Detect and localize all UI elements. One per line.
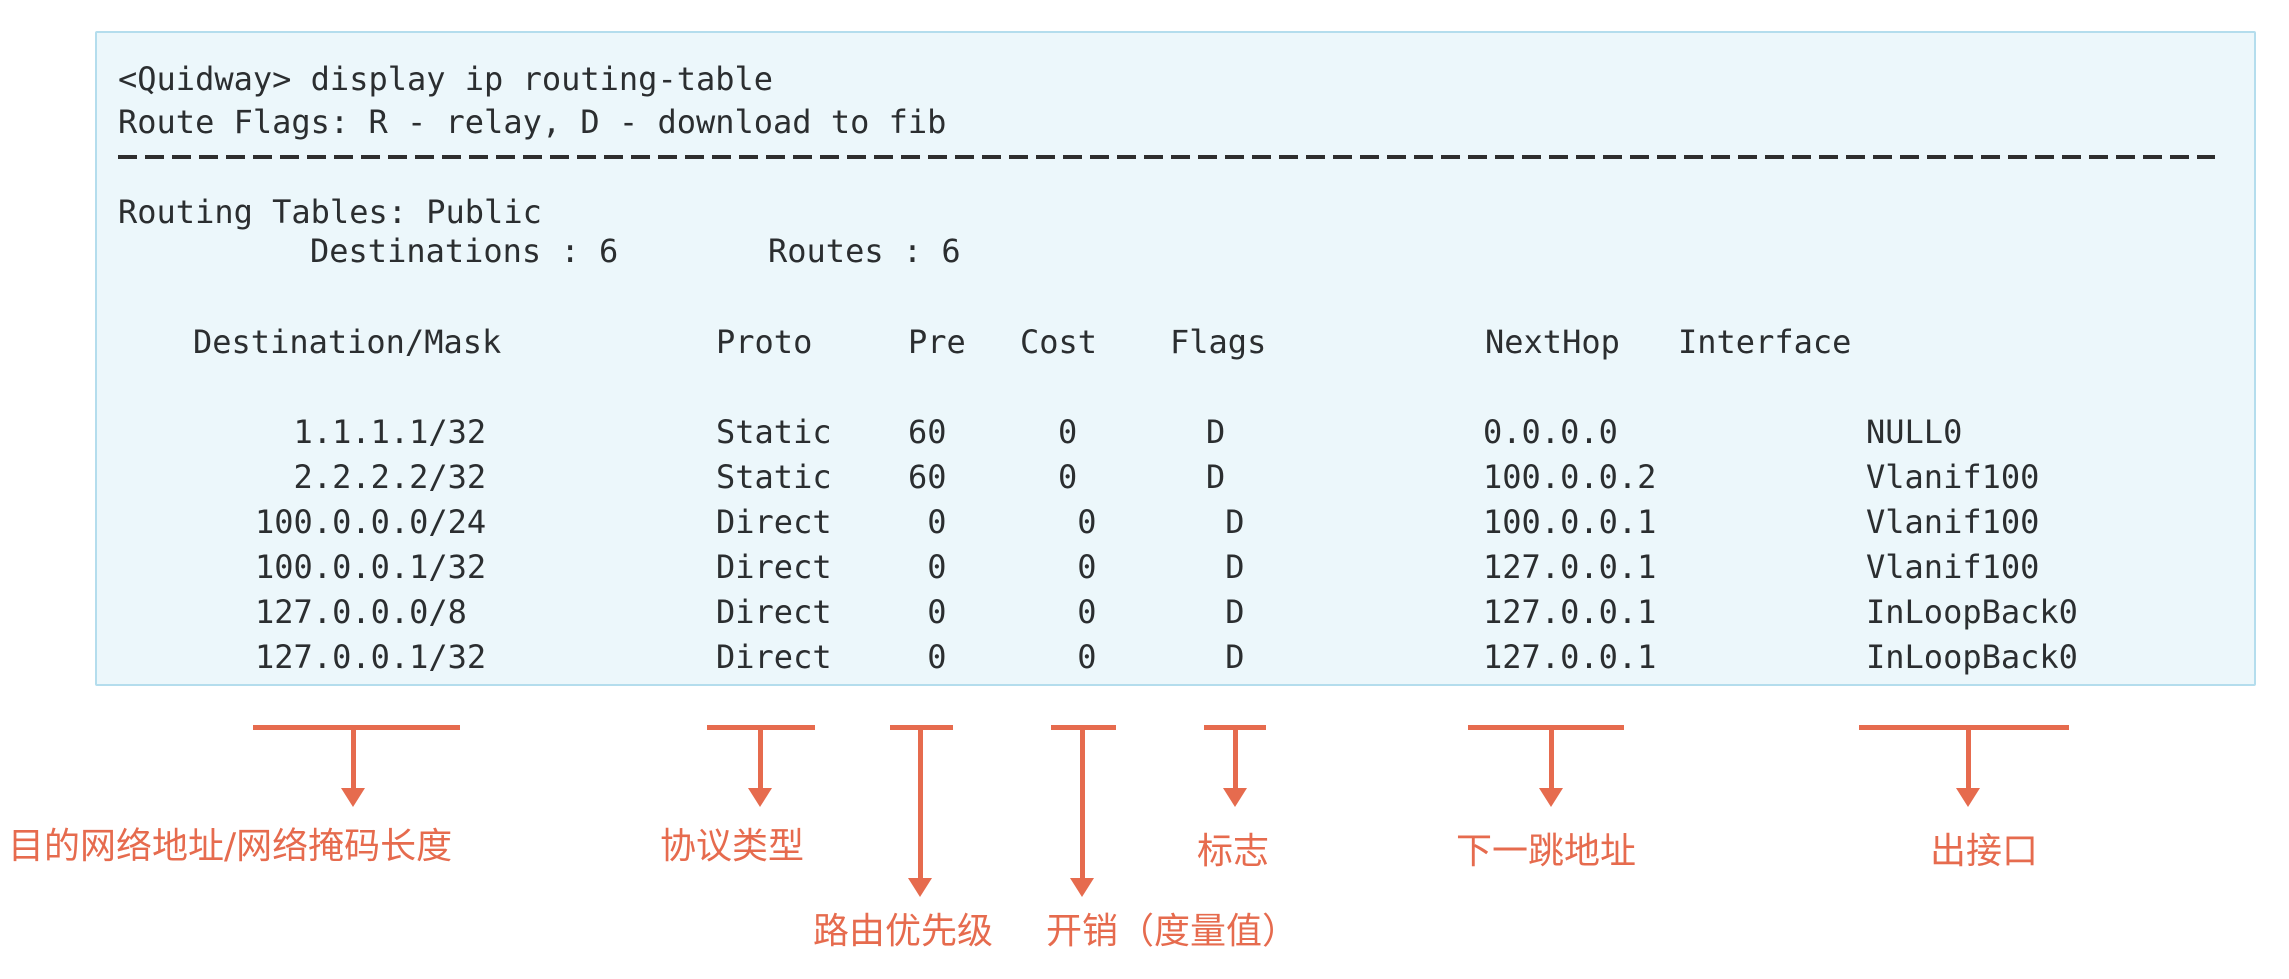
- cell-flags: D: [1206, 458, 1226, 496]
- cell-proto: Static: [716, 413, 832, 451]
- cell-cost: 0: [1058, 548, 1097, 586]
- cell-nexthop: 100.0.0.1: [1483, 503, 1657, 541]
- table-header-row: Destination/Mask Proto Pre Cost Flags Ne…: [118, 321, 2218, 699]
- cell-pre: 60: [908, 413, 947, 451]
- cell-nexthop: 0.0.0.0: [1483, 413, 1618, 451]
- cell-pre: 0: [908, 638, 947, 676]
- terminal-output-box: <Quidway> display ip routing-table Route…: [95, 31, 2256, 686]
- header-pre: Pre: [908, 323, 966, 361]
- cell-interface: NULL0: [1866, 413, 1963, 451]
- annotation-arrowhead-out-interface-icon: [1956, 788, 1980, 807]
- annotation-arrowhead-cost-metric-icon: [1070, 878, 1094, 897]
- cell-proto: Static: [716, 458, 832, 496]
- dashed-separator-line: [118, 155, 2215, 159]
- cell-flags: D: [1206, 638, 1245, 676]
- cell-interface: InLoopBack0: [1866, 638, 2078, 676]
- cell-flags: D: [1206, 548, 1245, 586]
- cell-nexthop: 127.0.0.1: [1483, 593, 1657, 631]
- header-nexthop: NextHop: [1485, 323, 1620, 361]
- cell-cost: 0: [1058, 413, 1078, 451]
- cli-command: display ip routing-table: [310, 60, 774, 98]
- cell-pre: 0: [908, 548, 947, 586]
- cell-dest: 127.0.0.0/8: [255, 593, 467, 631]
- header-flags: Flags: [1170, 323, 1267, 361]
- cell-pre: 60: [908, 458, 947, 496]
- cell-proto: Direct: [716, 548, 832, 586]
- annotation-bar-out-interface: [1859, 725, 2069, 730]
- annotation-label-destination-mask: 目的网络地址/网络掩码长度: [8, 826, 453, 867]
- header-destination-mask: Destination/Mask: [193, 323, 502, 361]
- annotation-stem-route-preference: [918, 725, 923, 880]
- route-flags-legend: Route Flags: R - relay, D - download to …: [118, 103, 947, 141]
- cell-dest: 100.0.0.0/24: [255, 503, 487, 541]
- header-cost: Cost: [1020, 323, 1098, 361]
- annotation-stem-cost-metric: [1080, 725, 1085, 880]
- annotation-arrowhead-route-preference-icon: [908, 878, 932, 897]
- cell-interface: InLoopBack0: [1866, 593, 2078, 631]
- annotation-label-next-hop: 下一跳地址: [1456, 831, 1637, 872]
- annotation-arrowhead-flags-icon: [1223, 788, 1247, 807]
- annotation-stem-out-interface: [1966, 725, 1971, 790]
- cell-nexthop: 127.0.0.1: [1483, 638, 1657, 676]
- cli-prompt: <Quidway>: [118, 60, 292, 98]
- annotation-arrowhead-next-hop-icon: [1539, 788, 1563, 807]
- cell-nexthop: 127.0.0.1: [1483, 548, 1657, 586]
- cell-flags: D: [1206, 413, 1226, 451]
- cell-cost: 0: [1058, 593, 1097, 631]
- routes-count: Routes : 6: [768, 232, 961, 270]
- routing-tables-line: Routing Tables: Public: [118, 193, 542, 231]
- cell-dest: 1.1.1.1/32: [255, 413, 487, 451]
- cell-dest: 2.2.2.2/32: [255, 458, 487, 496]
- cell-interface: Vlanif100: [1866, 458, 2040, 496]
- cell-flags: D: [1206, 593, 1245, 631]
- annotation-bar-destination-mask: [253, 725, 460, 730]
- annotation-stem-destination-mask: [351, 725, 356, 790]
- cell-flags: D: [1206, 503, 1245, 541]
- cell-interface: Vlanif100: [1866, 503, 2040, 541]
- cell-cost: 0: [1058, 458, 1078, 496]
- cli-command-line: <Quidway> display ip routing-table: [118, 58, 773, 100]
- destinations-count: Destinations : 6: [310, 232, 619, 270]
- cell-nexthop: 100.0.0.2: [1483, 458, 1657, 496]
- annotation-stem-next-hop: [1549, 725, 1554, 790]
- summary-line: Destinations : 6 Routes : 6: [118, 230, 2218, 398]
- cell-dest: 100.0.0.1/32: [255, 548, 487, 586]
- cell-pre: 0: [908, 593, 947, 631]
- annotation-arrowhead-protocol-type-icon: [748, 788, 772, 807]
- annotation-stem-protocol-type: [758, 725, 763, 790]
- annotation-bar-next-hop: [1468, 725, 1624, 730]
- cell-proto: Direct: [716, 503, 832, 541]
- annotation-stem-flags: [1233, 725, 1238, 790]
- annotation-label-cost-metric: 开销（度量值）: [1046, 911, 1299, 952]
- header-proto: Proto: [716, 323, 813, 361]
- cell-dest: 127.0.0.1/32: [255, 638, 487, 676]
- annotation-label-route-preference: 路由优先级: [813, 911, 994, 952]
- cell-pre: 0: [908, 503, 947, 541]
- cell-cost: 0: [1058, 638, 1097, 676]
- cell-proto: Direct: [716, 593, 832, 631]
- cell-cost: 0: [1058, 503, 1097, 541]
- cell-interface: Vlanif100: [1866, 548, 2040, 586]
- prompt-command-space: [291, 60, 310, 98]
- annotation-label-protocol-type: 协议类型: [660, 826, 805, 867]
- annotation-label-out-interface: 出接口: [1930, 831, 2039, 872]
- cell-proto: Direct: [716, 638, 832, 676]
- annotation-arrowhead-destination-mask-icon: [341, 788, 365, 807]
- annotation-label-flags: 标志: [1197, 831, 1270, 872]
- header-interface: Interface: [1678, 323, 1852, 361]
